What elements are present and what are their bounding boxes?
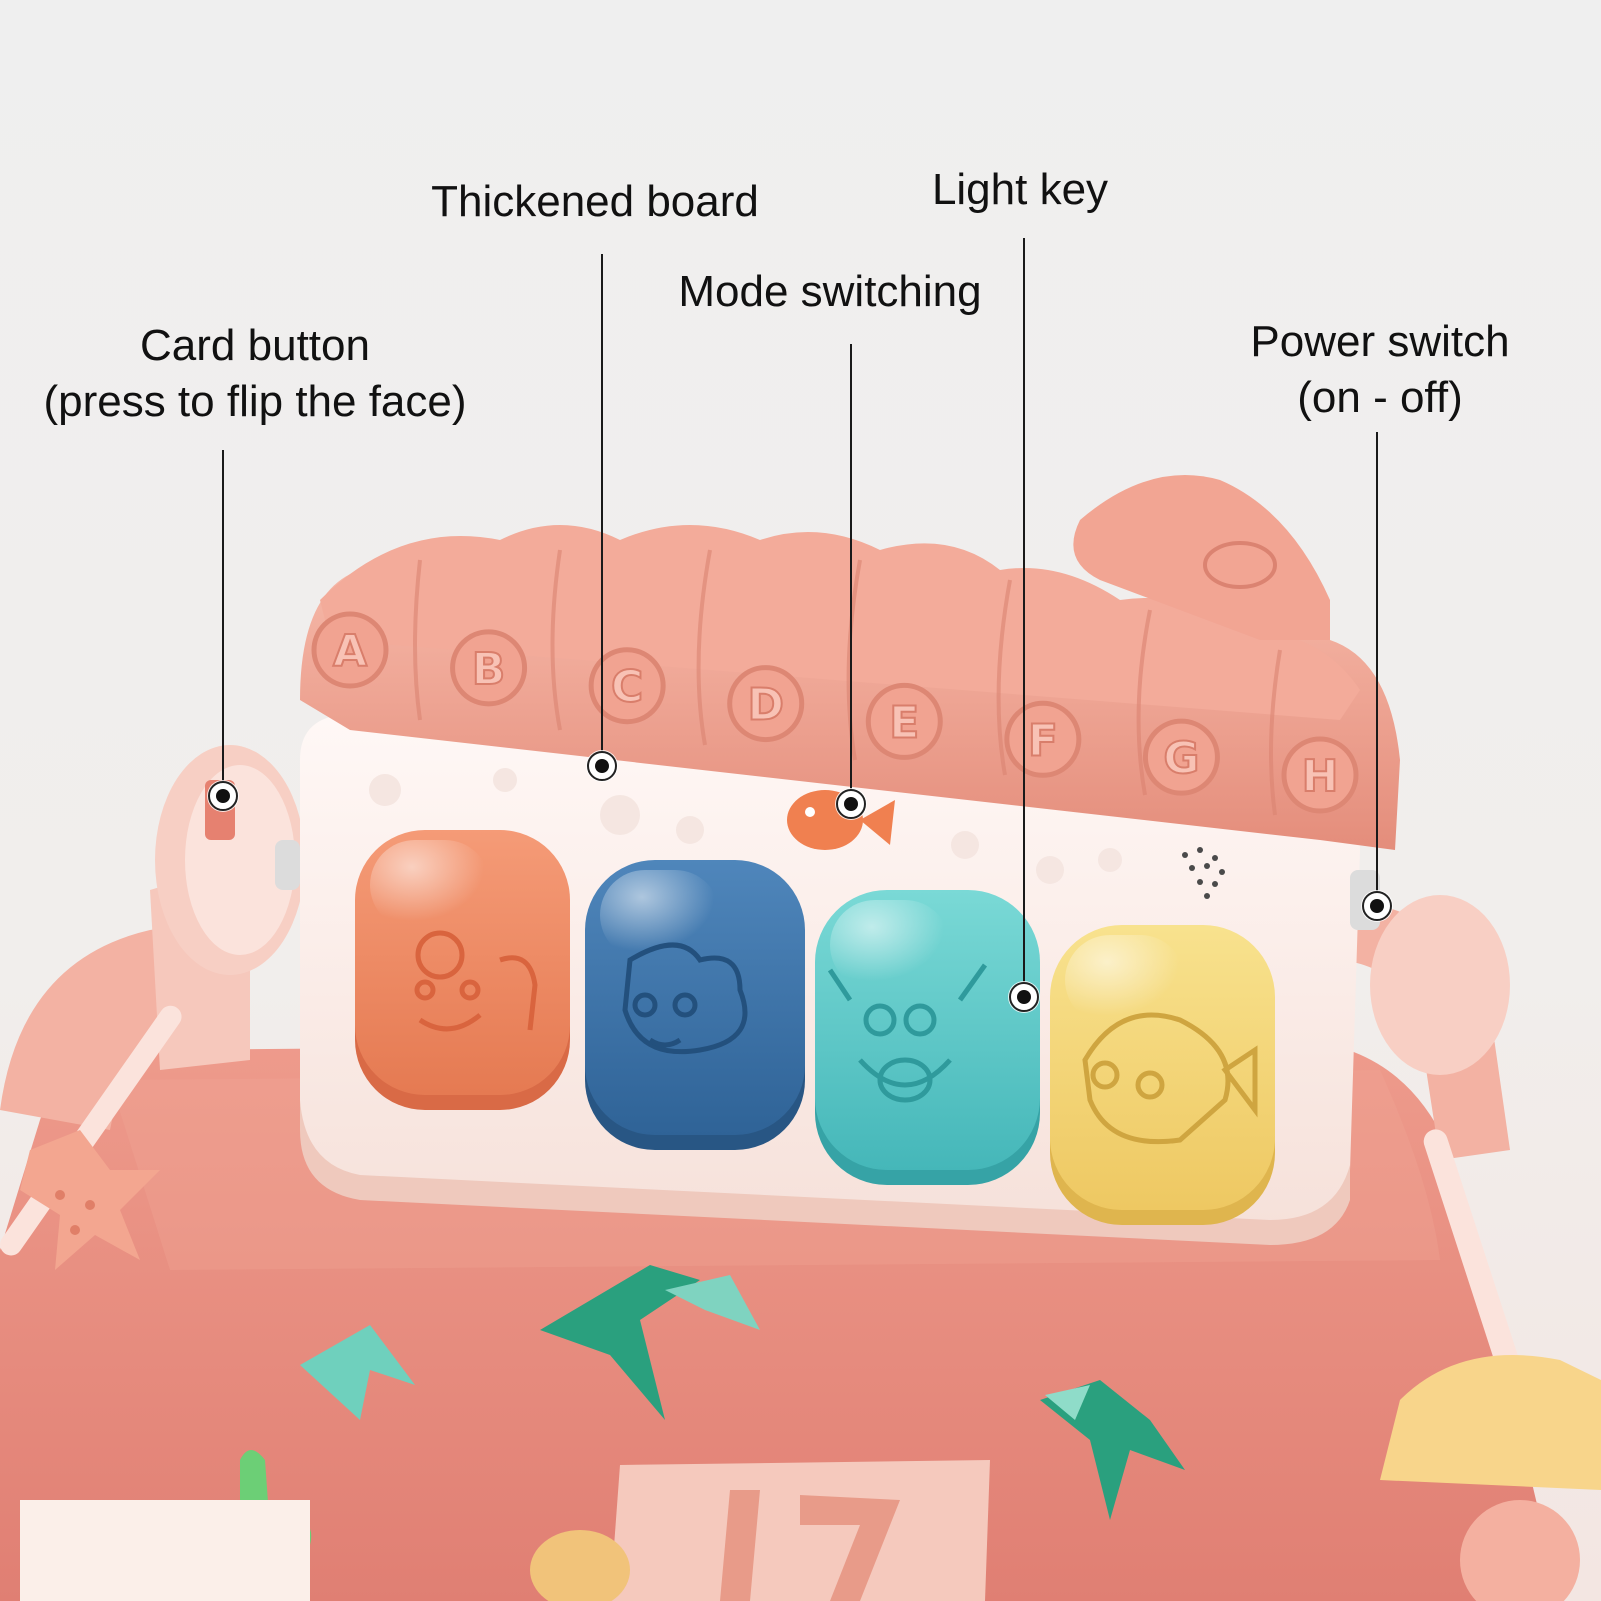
piano-key-h[interactable]: [1281, 736, 1359, 814]
piano-key-b[interactable]: [450, 629, 528, 707]
power-switch-label-line2: (on - off): [1297, 373, 1463, 422]
speaker-grille: [1182, 847, 1225, 899]
light-key-label-text: Light key: [931, 165, 1109, 214]
light-keys: [355, 830, 1275, 1225]
piano-key-letter: F: [1028, 715, 1058, 766]
piano-key-letter: C: [611, 662, 643, 713]
mushroom-icon: [1380, 1355, 1601, 1490]
leaf-icon: [1045, 1385, 1090, 1420]
light-key-marker: [1009, 982, 1039, 1012]
chimney: [1073, 475, 1330, 640]
octopus-face-icon: [414, 930, 538, 1032]
mode-switching-marker: [836, 789, 866, 819]
piano-key-letter: H: [1302, 751, 1339, 802]
orange-light-key[interactable]: [355, 830, 570, 1110]
card-button-label: Card button (press to flip the face): [10, 318, 500, 430]
card-button-knob: [155, 745, 305, 975]
leaf-icon: [540, 1265, 700, 1420]
card-button-leader-line: [222, 450, 224, 795]
power-switch-label-line1: Power switch: [1250, 317, 1510, 366]
thickened-board-label: Thickened board: [395, 174, 795, 230]
crab-face-icon: [827, 963, 988, 1103]
mode-switching-leader-line: [850, 344, 852, 804]
card-button-marker: [208, 781, 238, 811]
light-key-leader-line: [1023, 238, 1025, 996]
piano-key-letter: G: [1163, 733, 1199, 784]
power-switch-leader-line: [1376, 432, 1378, 904]
piano-key-d[interactable]: [727, 665, 805, 743]
card-button-label-line2: (press to flip the face): [43, 377, 467, 426]
blue-light-key[interactable]: [585, 860, 805, 1150]
piano-key-letter: D: [747, 680, 784, 731]
mode-switching-label: Mode switching: [655, 264, 1005, 320]
power-switch-marker: [1362, 891, 1392, 921]
thickened-board-marker: [587, 751, 617, 781]
right-arch: [1330, 895, 1601, 1601]
thickened-board-leader-line: [601, 254, 603, 764]
yellow-light-key[interactable]: [1050, 925, 1275, 1225]
power-switch-label: Power switch (on - off): [1220, 314, 1540, 426]
card-button-label-line1: Card button: [140, 321, 370, 370]
thickened-board-label-text: Thickened board: [431, 177, 759, 226]
number-card: [610, 1460, 990, 1601]
light-key-label: Light key: [900, 162, 1140, 218]
leaf-icon: [665, 1275, 760, 1330]
leaf-icon: [300, 1325, 415, 1420]
piano-key-letter: E: [889, 697, 919, 748]
starfish-face-icon: [622, 942, 748, 1055]
fish-face-icon: [1082, 1012, 1258, 1145]
piano-key-a[interactable]: [311, 611, 389, 689]
piano-key-letter: B: [472, 644, 506, 695]
teal-light-key[interactable]: [815, 890, 1040, 1185]
piano-key-letter: A: [333, 626, 367, 677]
piano-key-g[interactable]: [1142, 718, 1220, 796]
piano-key-e[interactable]: [865, 682, 943, 760]
piano-key-c[interactable]: [588, 647, 666, 725]
mode-switching-label-text: Mode switching: [678, 267, 982, 316]
